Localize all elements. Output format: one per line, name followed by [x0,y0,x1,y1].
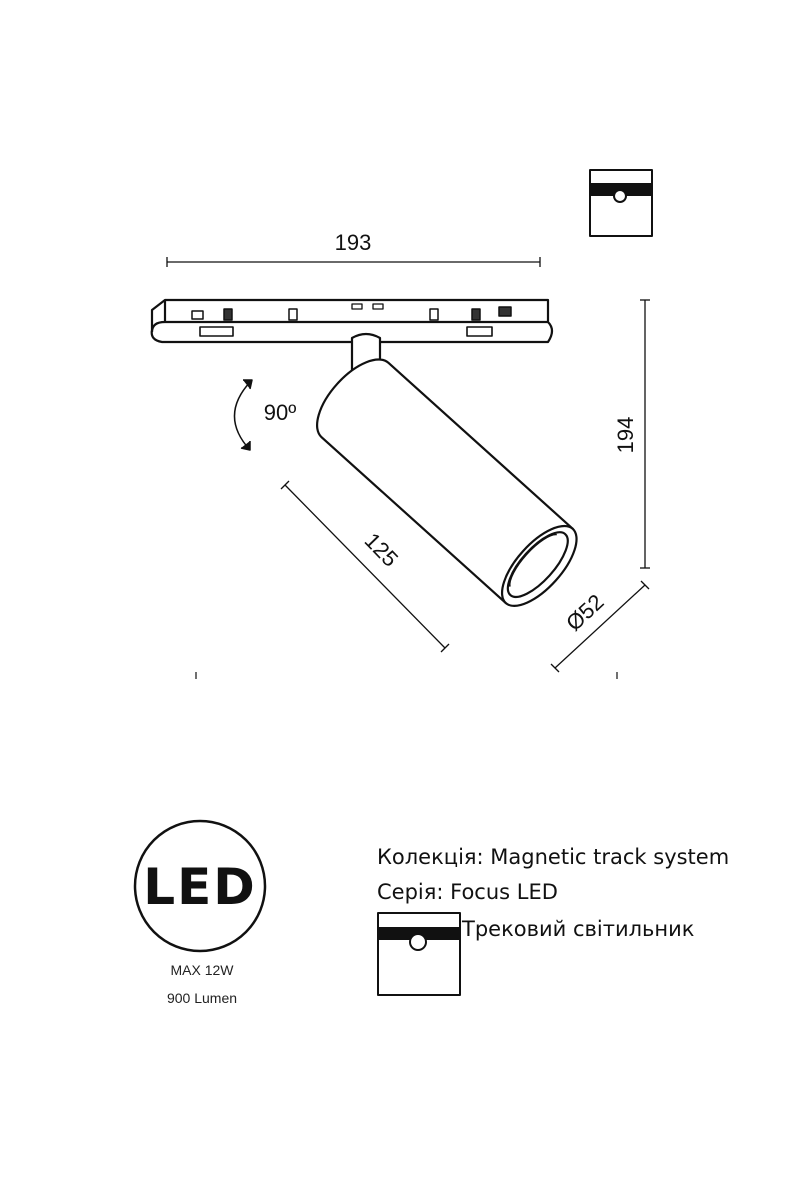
height-label: 194 [613,417,638,454]
rotation-arrow-icon [233,379,253,451]
diameter-dimension-line [550,580,650,673]
length-dimension-line [280,480,450,653]
collection-text: Колекція: Magnetic track system [377,845,730,869]
length-label: 125 [360,528,403,572]
luminous-flux: 900 Lumen [166,990,238,1006]
width-dimension-line [166,257,541,267]
series-text: Серія: Focus LED [377,880,558,904]
track-rail [150,298,554,344]
rotation-label: 90º [264,400,297,425]
led-logo-text: LED [143,858,257,916]
track-mount-icon-small [377,912,461,996]
height-dimension-line [640,299,650,569]
product-type-text: Трековий світильник [462,917,695,941]
track-mount-icon [589,169,653,237]
diameter-label: Ø52 [561,589,608,636]
spotlight-body [315,358,578,608]
power-rating: MAX 12W [170,962,234,978]
led-badge-circle [133,819,267,953]
width-label: 193 [335,230,372,255]
